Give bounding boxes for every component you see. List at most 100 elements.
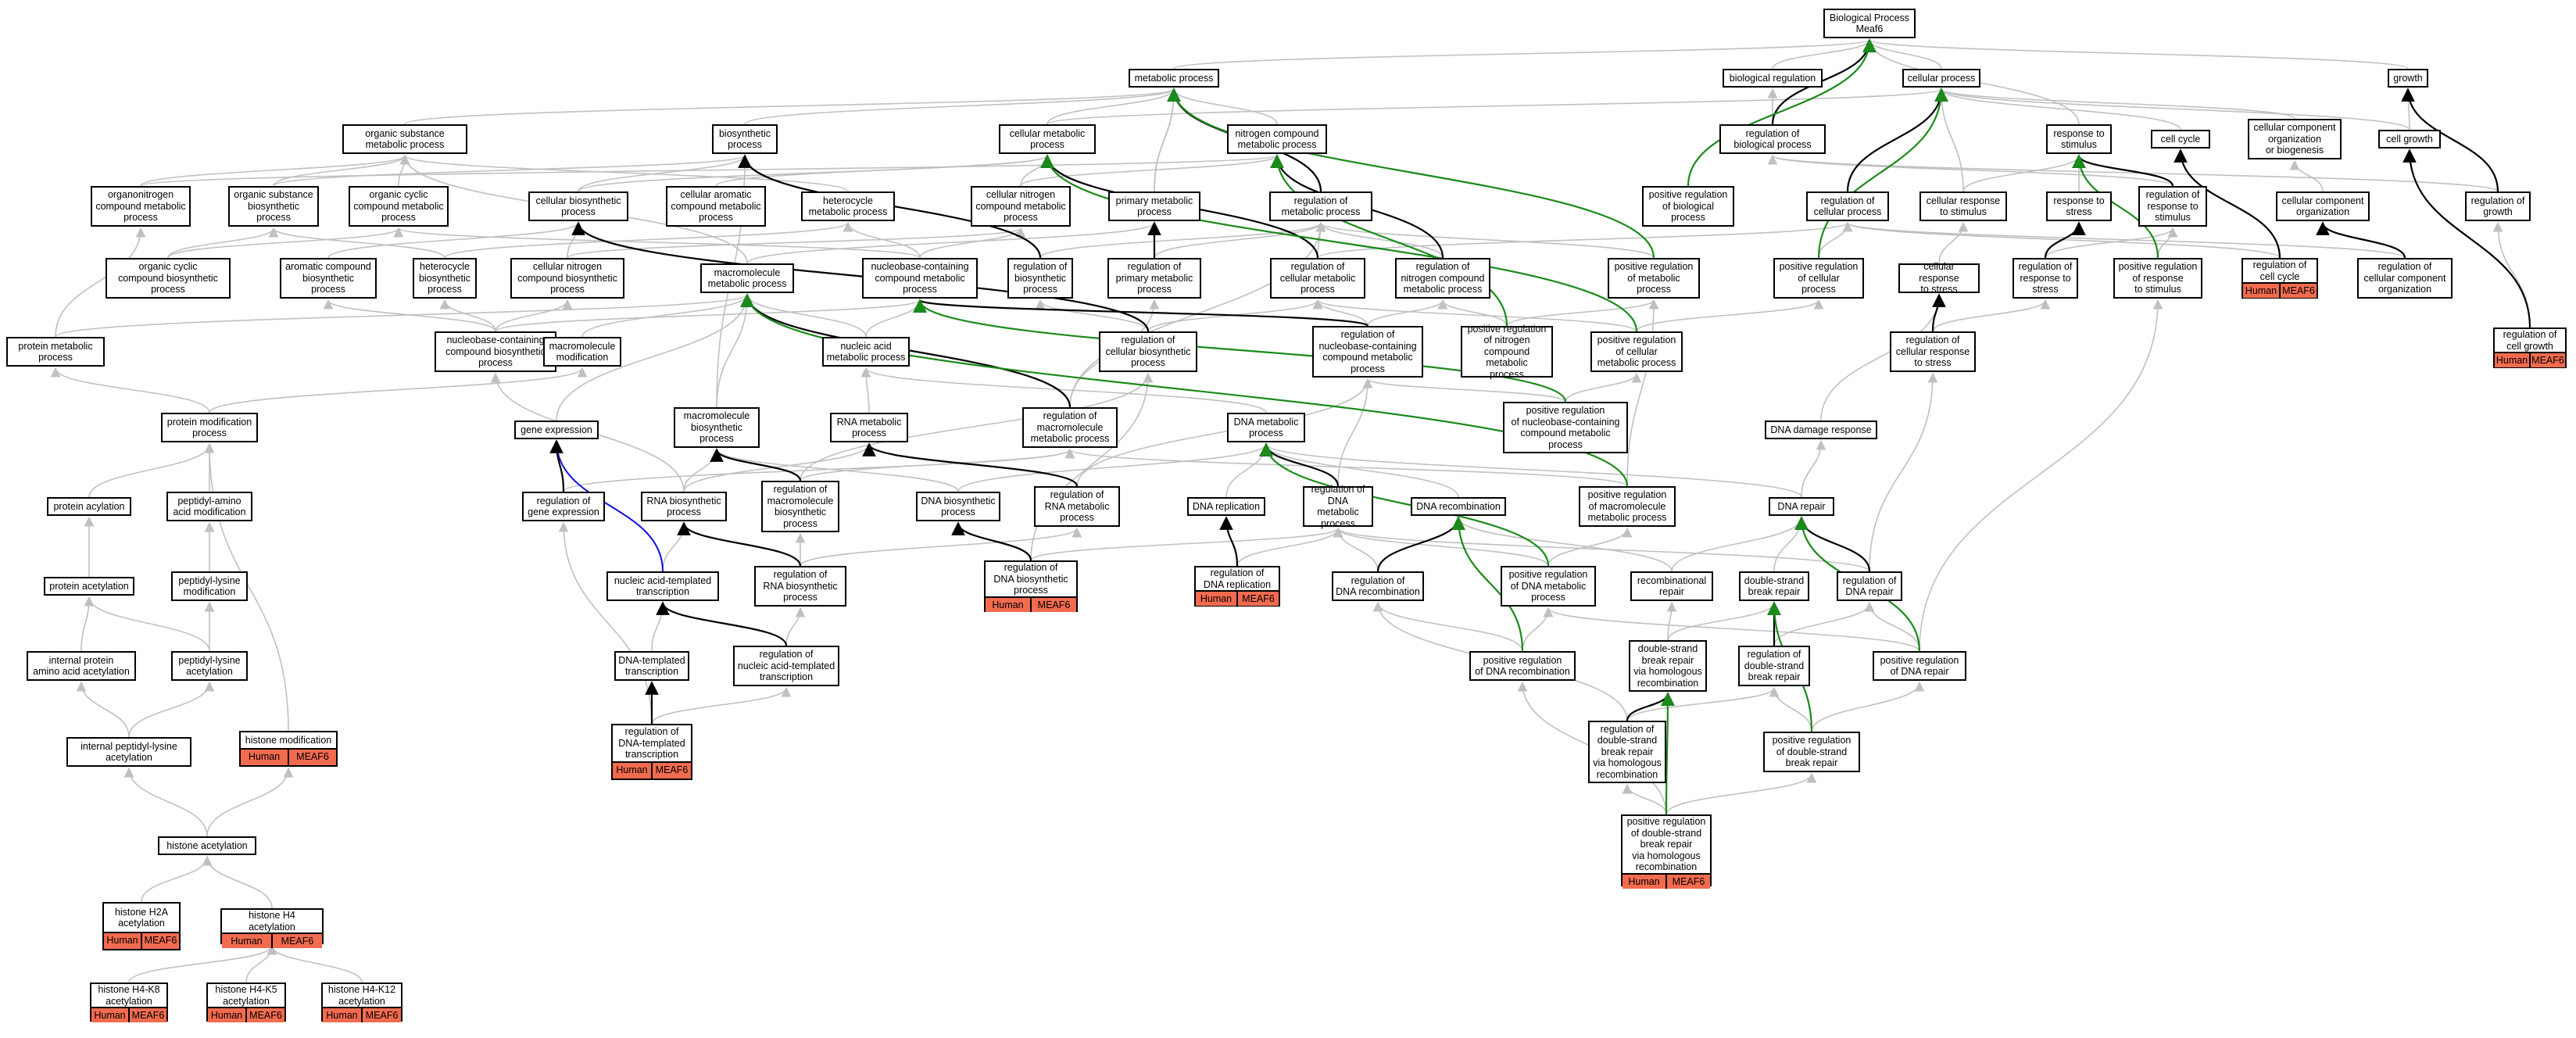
go-term-node[interactable]: RNA biosynthetic process [641, 492, 727, 521]
go-term-node[interactable]: aromatic compound biosynthetic process [280, 258, 377, 299]
go-term-node[interactable]: gene expression [514, 421, 599, 439]
go-term-node[interactable]: cellular process [1902, 69, 1980, 88]
go-term-node[interactable]: cell cycle [2151, 130, 2210, 149]
go-term-node[interactable]: cellular nitrogen compound biosynthetic … [510, 258, 624, 299]
go-term-node[interactable]: regulation of growth [2465, 191, 2531, 221]
go-term-node[interactable]: protein metabolic process [6, 337, 105, 367]
go-term-node[interactable]: cell growth [2378, 130, 2441, 149]
go-term-node[interactable]: DNA replication [1187, 497, 1265, 516]
go-term-node[interactable]: organic cyclic compound metabolic proces… [349, 186, 449, 227]
go-term-node[interactable]: DNA-templated transcription [614, 651, 689, 681]
go-term-node[interactable]: regulation of cellular biosynthetic proc… [1099, 331, 1197, 372]
go-term-node[interactable]: macromolecule metabolic process [700, 263, 794, 293]
go-term-node[interactable]: protein modification process [161, 413, 258, 442]
go-term-node[interactable]: organonitrogen compound metabolic proces… [91, 186, 191, 227]
go-term-node[interactable]: DNA biosynthetic process [916, 492, 1000, 521]
go-term-node[interactable]: primary metabolic process [1108, 191, 1200, 221]
go-term-node[interactable]: organic substance biosynthetic process [228, 186, 319, 227]
go-term-node[interactable]: nitrogen compound metabolic process [1227, 124, 1327, 154]
go-term-node[interactable]: cellular aromatic compound metabolic pro… [666, 186, 766, 227]
go-term-node[interactable]: biological regulation [1723, 69, 1823, 88]
go-term-node[interactable]: Biological Process Meaf6 [1823, 9, 1916, 38]
go-term-node[interactable]: DNA recombination [1411, 497, 1506, 516]
go-term-node[interactable]: positive regulation of response to stimu… [2113, 258, 2202, 299]
go-term-node[interactable]: macromolecule modification [543, 337, 621, 367]
go-term-node[interactable]: metabolic process [1129, 69, 1219, 88]
go-term-node[interactable]: positive regulation of metabolic process [1608, 258, 1700, 299]
go-term-node[interactable]: histone acetylation [158, 836, 256, 855]
go-term-node[interactable]: positive regulation of DNA repair [1873, 651, 1966, 681]
go-term-node[interactable]: cellular component organization [2276, 191, 2370, 221]
go-term-node[interactable]: regulation of nucleobase-containing comp… [1312, 326, 1423, 378]
go-term-node[interactable]: regulation of biological process [1719, 124, 1826, 154]
go-term-node[interactable]: positive regulation of nitrogen compound… [1461, 324, 1553, 380]
go-term-node[interactable]: response to stimulus [2046, 124, 2112, 154]
go-term-node[interactable]: DNA damage response [1765, 421, 1877, 439]
go-term-node[interactable]: double-strand break repair via homologou… [1629, 640, 1707, 692]
go-term-node[interactable]: regulation of gene expression [522, 492, 605, 521]
go-term-node[interactable]: cellular nitrogen compound metabolic pro… [971, 186, 1071, 227]
go-term-node[interactable]: positive regulation of DNA metabolic pro… [1501, 566, 1596, 607]
go-term-node[interactable]: regulation of DNA recombination [1332, 571, 1424, 601]
go-term-node[interactable]: protein acetylation [44, 577, 134, 596]
go-term-node[interactable]: regulation of RNA biosynthetic process [754, 566, 846, 607]
go-term-node[interactable]: regulation of metabolic process [1269, 191, 1372, 221]
go-term-node[interactable]: growth [2388, 69, 2428, 88]
go-term-node[interactable]: regulation of cellular component organiz… [2357, 258, 2453, 299]
go-term-node[interactable]: peptidyl-amino acid modification [166, 492, 252, 521]
go-term-node[interactable]: regulation of primary metabolic process [1107, 258, 1201, 299]
go-term-node[interactable]: cellular metabolic process [999, 124, 1096, 154]
go-term-node[interactable]: internal peptidyl-lysine acetylation [66, 737, 191, 767]
go-term-node[interactable]: recombinational repair [1630, 571, 1713, 601]
go-term-node[interactable]: regulation of nitrogen compound metaboli… [1395, 258, 1490, 299]
go-term-node[interactable]: regulation of DNA repair [1837, 571, 1902, 601]
go-term-node[interactable]: positive regulation of cellular process [1773, 258, 1864, 299]
go-term-node[interactable]: positive regulation of cellular metaboli… [1590, 331, 1683, 372]
go-term-node[interactable]: macromolecule biosynthetic process [674, 407, 760, 448]
go-term-node[interactable]: regulation of cellular metabolic process [1270, 258, 1365, 299]
go-term-node[interactable]: regulation of DNA-templated transcriptio… [611, 724, 692, 780]
go-term-node[interactable]: positive regulation of double-strand bre… [1763, 732, 1860, 772]
go-term-node[interactable]: positive regulation of DNA recombination [1469, 651, 1576, 681]
go-term-node[interactable]: cellular response to stimulus [1919, 191, 2007, 221]
go-term-node[interactable]: regulation of response to stress [2012, 258, 2078, 299]
go-term-node[interactable]: regulation of macromolecule biosynthetic… [761, 481, 839, 532]
go-term-node[interactable]: nucleic acid metabolic process [822, 337, 910, 367]
go-term-node[interactable]: organic cyclic compound biosynthetic pro… [106, 258, 231, 299]
go-term-node[interactable]: regulation of double-strand break repair [1738, 646, 1810, 686]
go-term-node[interactable]: positive regulation of biological proces… [1642, 186, 1734, 227]
go-term-node[interactable]: regulation of macromolecule metabolic pr… [1022, 407, 1118, 448]
go-term-node[interactable]: positive regulation of nucleobase-contai… [1503, 402, 1628, 453]
go-term-node[interactable]: positive regulation of macromolecule met… [1579, 486, 1676, 527]
go-term-node[interactable]: regulation of biosynthetic process [1007, 258, 1073, 299]
go-term-node[interactable]: heterocycle biosynthetic process [413, 258, 477, 299]
go-term-node[interactable]: internal protein amino acid acetylation [27, 651, 136, 681]
go-term-node[interactable]: DNA repair [1769, 497, 1834, 516]
go-term-node[interactable]: RNA metabolic process [830, 413, 908, 442]
go-term-node[interactable]: DNA metabolic process [1227, 413, 1305, 442]
go-term-node[interactable]: nucleobase-containing compound metabolic… [862, 258, 978, 299]
go-term-node[interactable]: peptidyl-lysine modification [171, 571, 248, 601]
go-term-node[interactable]: cellular component organization or bioge… [2248, 119, 2342, 159]
go-term-node[interactable]: protein acylation [47, 497, 131, 516]
go-term-node[interactable]: cellular response to stress [1898, 261, 1980, 295]
go-term-node[interactable]: regulation of DNA metabolic process [1303, 484, 1373, 529]
go-term-node[interactable]: regulation of double-strand break repair… [1588, 721, 1666, 783]
go-term-node[interactable]: nucleic acid-templated transcription [606, 571, 719, 601]
go-term-node[interactable]: cellular biosynthetic process [528, 191, 628, 221]
go-term-node[interactable]: regulation of nucleic acid-templated tra… [733, 646, 839, 686]
go-term-node[interactable]: response to stress [2046, 191, 2112, 221]
go-term-node[interactable]: double-strand break repair [1739, 571, 1809, 601]
go-term-node[interactable]: organic substance metabolic process [342, 124, 467, 154]
go-term-node[interactable]: regulation of cellular response to stres… [1890, 331, 1976, 372]
go-term-node[interactable]: heterocycle metabolic process [801, 191, 895, 221]
go-term-node[interactable]: biosynthetic process [712, 124, 778, 154]
